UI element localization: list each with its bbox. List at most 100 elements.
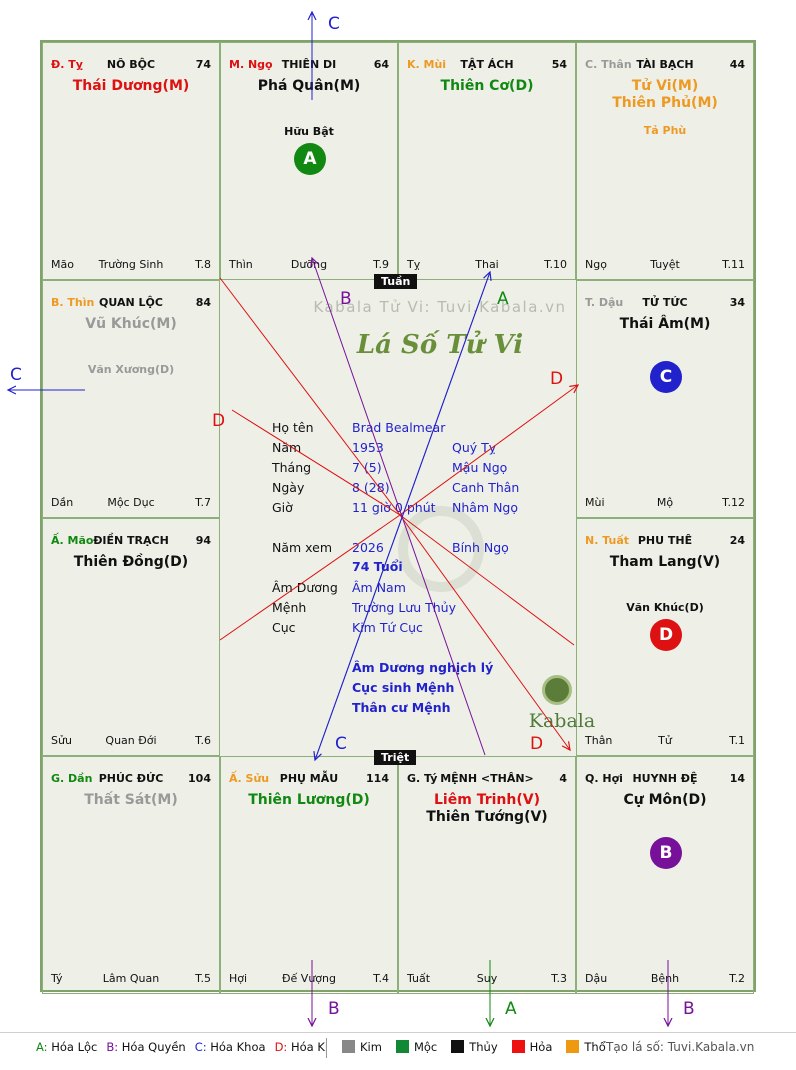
main-stars: Tham Lang(V) — [577, 554, 753, 571]
element-swatch-icon — [342, 1040, 355, 1053]
foot-center: Lâm Quan — [102, 972, 160, 985]
arrow-d-left — [219, 514, 401, 641]
info-value-2: Nhâm Ngọ — [452, 500, 519, 515]
info-label: Mệnh — [272, 600, 307, 615]
info-label: Năm xem — [272, 540, 333, 555]
can-chi: G. Tý — [407, 772, 438, 785]
palace-name: TỬ TỨC — [642, 296, 688, 309]
arrow-label: C — [328, 14, 340, 34]
legend-element-item: Kim — [342, 1040, 382, 1054]
palace-number: 54 — [551, 58, 567, 71]
element-swatch-icon — [511, 1040, 525, 1053]
triet-tag: Triệt — [374, 750, 417, 765]
info-value: Brad Bealmear — [352, 420, 446, 435]
palace-name: HUYNH ĐỆ — [632, 772, 698, 785]
element-swatch-icon — [566, 1040, 580, 1053]
info-value: 74 Tuổi — [352, 559, 403, 574]
legend-element-item: Thủy — [451, 1040, 498, 1054]
arrow-d-upleft2 — [231, 409, 401, 516]
arrow-label: B — [340, 289, 352, 309]
arrow-label: A — [505, 999, 517, 1019]
foot-left: Mùi — [585, 496, 605, 509]
main-star: Phá Quân(M) — [257, 78, 361, 94]
logo-text: Lá Số Tử Vi — [356, 330, 524, 360]
foot-right: T.10 — [544, 258, 567, 271]
watermark-text: Kabala Tử Vi: Tuvi.Kabala.vn — [313, 298, 567, 316]
main-stars: Vũ Khúc(M) — [43, 316, 219, 333]
info-label: Năm — [272, 440, 302, 455]
main-star: Thiên Cơ(D) — [440, 78, 534, 94]
foot-center: Quan Đới — [105, 734, 157, 747]
info-value-2: Bính Ngọ — [452, 540, 509, 555]
palace-number: 14 — [729, 772, 745, 785]
arrow-label: D — [530, 734, 543, 754]
foot-right: T.1 — [729, 734, 745, 747]
minor-star: Văn Khúc(D) — [626, 601, 704, 614]
info-label: Tháng — [272, 460, 312, 475]
arrow-label: A — [497, 289, 509, 309]
hoa-badge: D — [650, 619, 682, 651]
main-star: Tham Lang(V) — [609, 554, 721, 570]
foot-left: Thân — [585, 734, 613, 747]
arrow-d-right — [399, 514, 575, 646]
main-stars: Thái Âm(M) — [577, 316, 753, 333]
center-note: Thân cư Mệnh — [352, 700, 451, 715]
can-chi: B. Thìn — [51, 296, 95, 309]
center-note: Cục sinh Mệnh — [352, 680, 455, 695]
foot-right: T.6 — [195, 734, 211, 747]
legend-hoa-item: C: Hóa Khoa — [194, 1040, 266, 1054]
info-label: Họ tên — [272, 420, 314, 435]
credit-text: Tạo lá số: Tuvi.Kabala.vn — [606, 1040, 755, 1054]
palace-number: 44 — [729, 58, 745, 71]
info-value: 7 (5) — [352, 460, 382, 475]
yin-yang-symbol — [398, 506, 484, 592]
arrow-label: D — [212, 411, 225, 431]
arrow-d-upright — [399, 385, 578, 516]
element-swatch-icon — [395, 1040, 409, 1053]
main-stars: Thiên Đồng(D) — [43, 554, 219, 571]
hoa-badge: C — [650, 361, 682, 393]
foot-left: Hợi — [229, 972, 248, 985]
legend-element-item: Mộc — [395, 1040, 437, 1054]
foot-left: Dậu — [585, 972, 608, 985]
info-label: Cục — [272, 620, 296, 635]
palace-number: 104 — [188, 772, 211, 785]
palace-number: 114 — [366, 772, 389, 785]
main-stars: Thất Sát(M) — [43, 792, 219, 809]
foot-right: T.2 — [729, 972, 745, 985]
info-value: Trường Lưu Thủy — [352, 600, 456, 615]
main-star: Thái Âm(M) — [619, 316, 711, 332]
arrow-label: B — [328, 999, 340, 1019]
main-star: Thiên Phủ(M) — [612, 95, 718, 111]
legend-hoa-item: D: Hóa Kị — [274, 1040, 329, 1054]
can-chi: Ấ. Sửu — [229, 772, 270, 785]
foot-left: Tý — [51, 972, 63, 985]
palace-number: 84 — [195, 296, 211, 309]
